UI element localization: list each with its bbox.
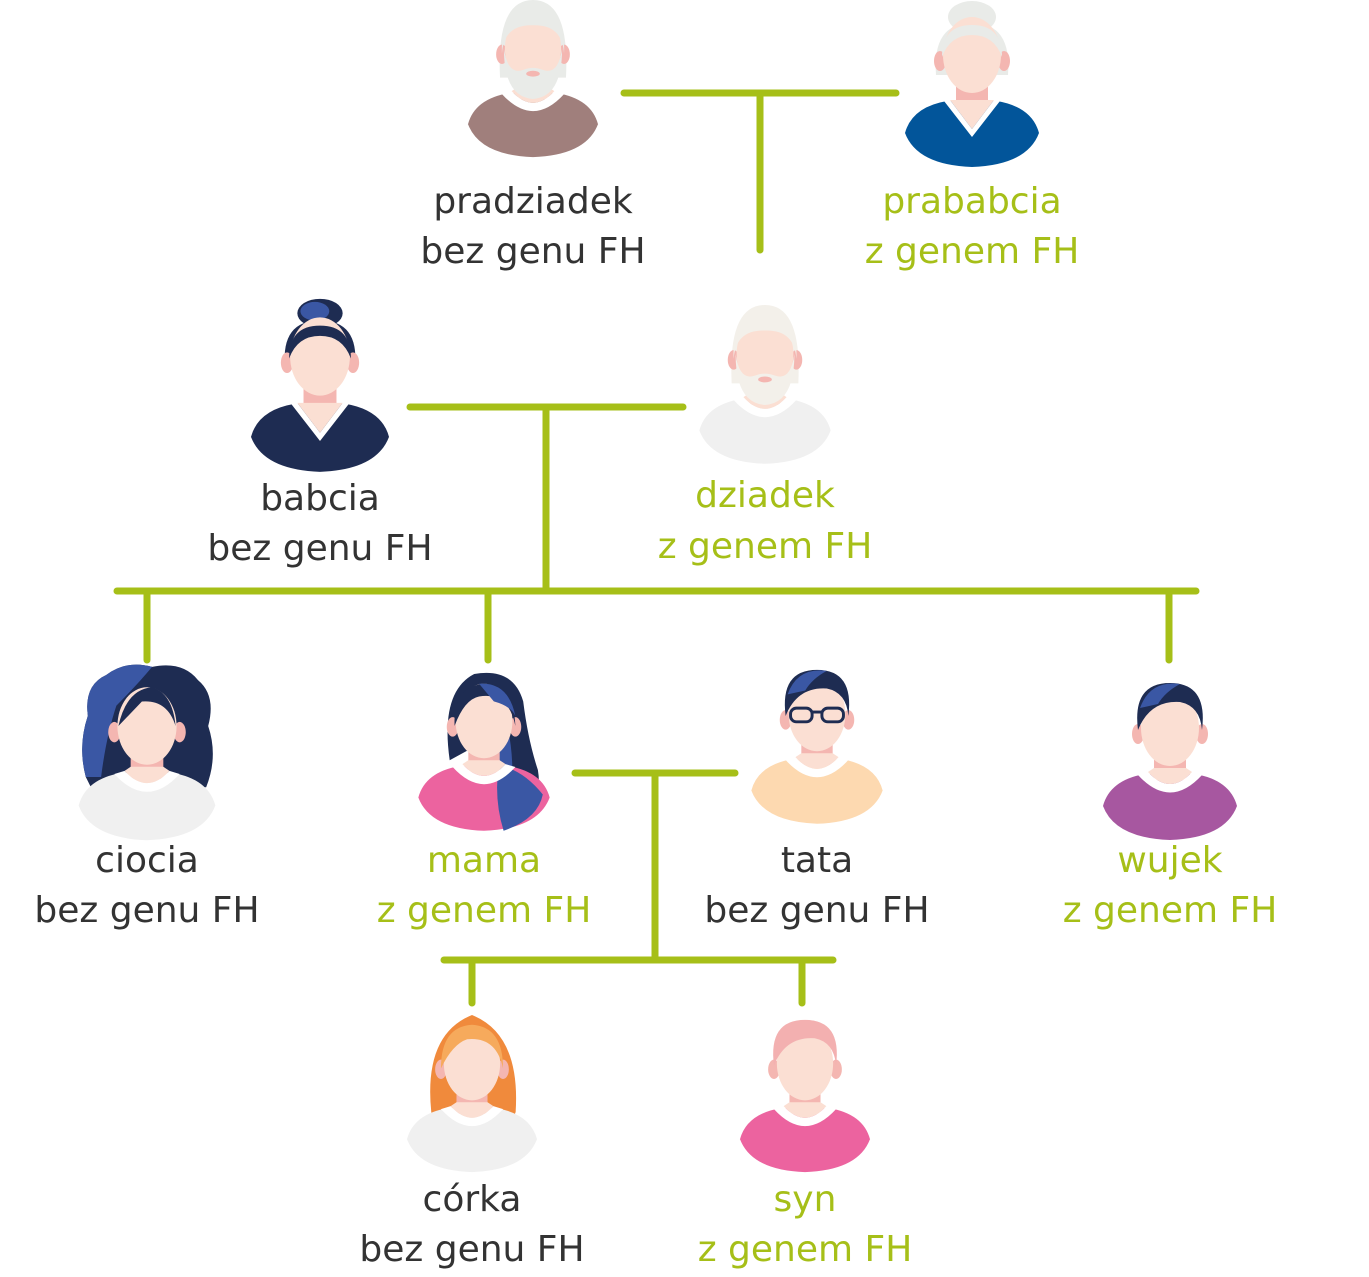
person-babcia: babcia bez genu FH (207, 298, 433, 569)
person-mama: mama z genem FH (377, 672, 592, 931)
face (788, 676, 846, 752)
person-name: córka (423, 1179, 522, 1220)
gene-status: z genem FH (698, 1229, 913, 1270)
person-name: prababcia (882, 181, 1061, 222)
face (736, 316, 794, 392)
avatar-icon (418, 672, 550, 831)
face (1141, 690, 1199, 766)
avatar-icon (407, 1015, 537, 1173)
connectors (113, 89, 1200, 1007)
gene-status: bez genu FH (420, 231, 645, 272)
face (443, 1026, 501, 1101)
avatar-icon (740, 1019, 870, 1173)
person-dziadek: dziadek z genem FH (658, 305, 873, 567)
glasses-icon (789, 706, 845, 724)
gene-status: z genem FH (865, 231, 1080, 272)
avatar-icon (468, 0, 598, 158)
gene-status: bez genu FH (704, 890, 929, 931)
gene-status: bez genu FH (34, 890, 259, 931)
avatar-icon (905, 1, 1039, 167)
person-wujek: wujek z genem FH (1063, 683, 1278, 931)
person-name: syn (774, 1179, 837, 1220)
gene-status: z genem FH (1063, 890, 1278, 931)
person-name: pradziadek (433, 181, 633, 222)
shirt (1103, 774, 1237, 840)
avatar-icon (1103, 683, 1237, 840)
person-ciocia: ciocia bez genu FH (34, 664, 260, 931)
face (504, 11, 562, 86)
gene-status: bez genu FH (207, 528, 432, 569)
person-tata: tata bez genu FH (704, 669, 930, 931)
avatar-icon (250, 298, 390, 472)
avatar-icon (78, 664, 216, 841)
person-name: babcia (260, 478, 380, 519)
gene-status: z genem FH (377, 890, 592, 931)
gene-status: z genem FH (658, 526, 873, 567)
person-syn: syn z genem FH (698, 1019, 913, 1270)
person-name: mama (427, 840, 541, 881)
shirt (751, 759, 883, 824)
person-corka: córka bez genu FH (359, 1015, 585, 1270)
persons: pradziadek bez genu FH prababcia z genem FH… (34, 0, 1277, 1270)
person-name: dziadek (695, 475, 835, 516)
shirt (407, 1108, 537, 1173)
person-pradziadek: pradziadek bez genu FH (420, 0, 646, 272)
avatar-icon (699, 305, 831, 464)
person-name: ciocia (95, 840, 199, 881)
person-prababcia: prababcia z genem FH (865, 1, 1080, 272)
shirt (78, 772, 216, 841)
shirt (740, 1108, 870, 1173)
face (776, 1026, 834, 1101)
person-name: wujek (1117, 840, 1222, 881)
shirt (468, 93, 598, 158)
avatar-icon (751, 669, 883, 824)
person-name: tata (781, 840, 853, 881)
gene-status: bez genu FH (359, 1229, 584, 1270)
shirt (699, 399, 831, 464)
